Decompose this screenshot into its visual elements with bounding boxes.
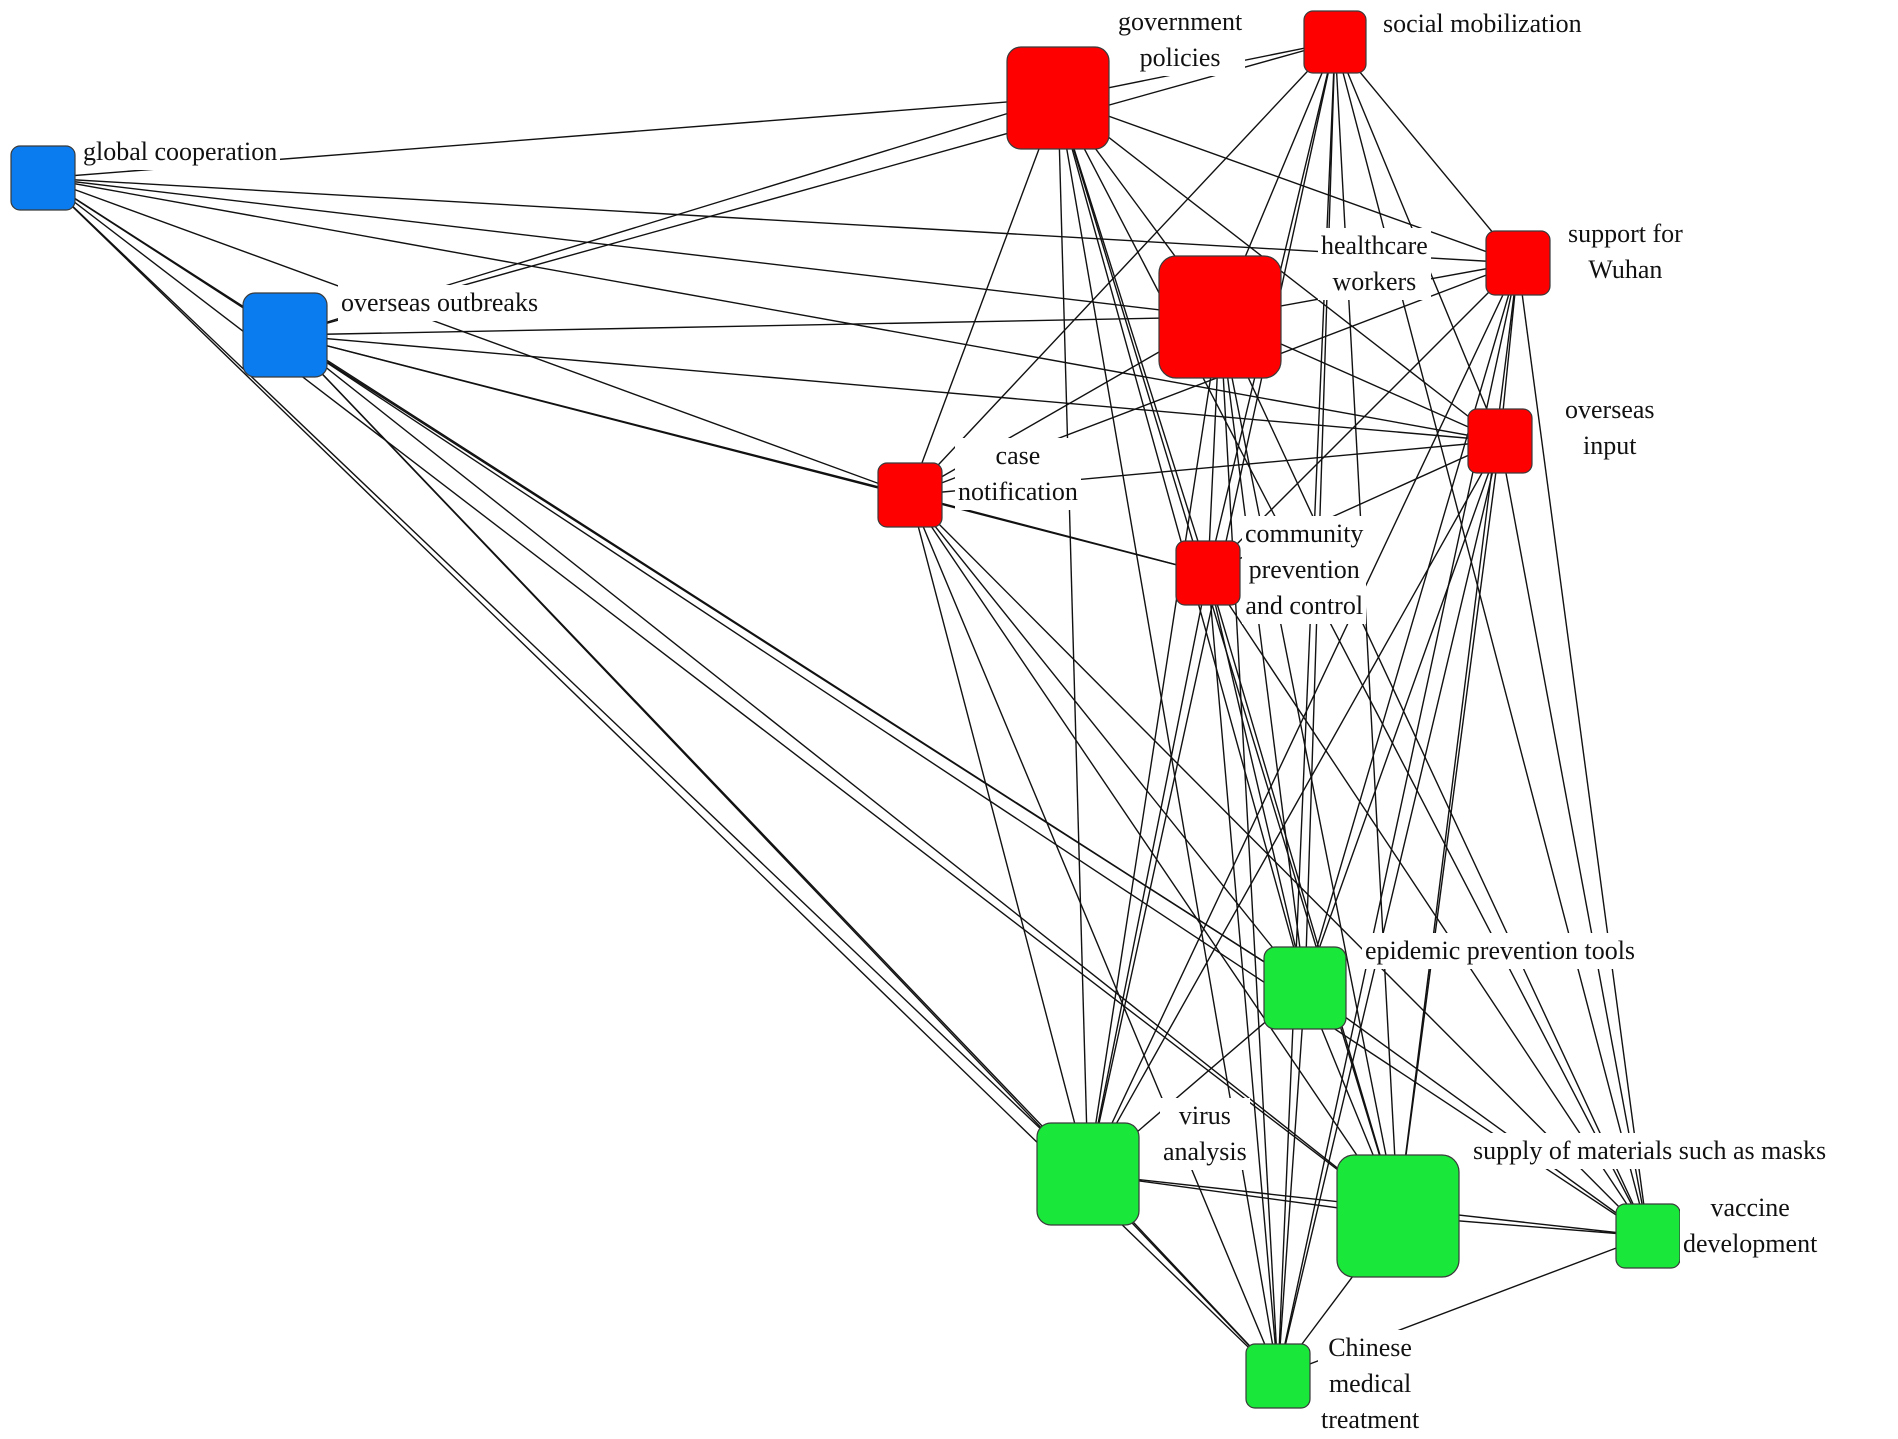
- edge-healthcare-workers-to-virus-analysis: [1087, 316, 1221, 1175]
- edge-community-prevention-to-vaccine-development: [1207, 572, 1649, 1237]
- label-community-prevention: community prevention and control: [1242, 516, 1367, 624]
- edge-social-mobilization-to-epidemic-prevention-tools: [1304, 41, 1336, 989]
- label-social-mobilization: social mobilization: [1380, 6, 1585, 42]
- edge-support-for-wuhan-to-vaccine-development: [1517, 262, 1649, 1237]
- edge-global-cooperation-to-case-notification: [42, 177, 911, 496]
- node-healthcare-workers[interactable]: [1158, 255, 1282, 379]
- edge-overseas-input-to-virus-analysis: [1087, 440, 1501, 1175]
- node-social-mobilization[interactable]: [1303, 10, 1367, 74]
- edge-social-mobilization-to-case-notification: [909, 41, 1336, 496]
- edge-epidemic-prevention-tools-to-chinese-medical-treatment: [1277, 987, 1306, 1377]
- edge-government-policies-to-vaccine-development: [1057, 97, 1649, 1237]
- node-chinese-medical-treatment[interactable]: [1245, 1343, 1311, 1409]
- node-global-cooperation[interactable]: [10, 145, 76, 211]
- edge-overseas-input-to-vaccine-development: [1499, 440, 1649, 1237]
- edge-healthcare-workers-to-vaccine-development: [1219, 316, 1649, 1237]
- label-vaccine-development: vaccine development: [1680, 1190, 1821, 1262]
- edge-community-prevention-to-virus-analysis: [1087, 572, 1209, 1175]
- label-support-for-wuhan: support for Wuhan: [1565, 216, 1686, 288]
- edge-social-mobilization-to-support-for-wuhan: [1334, 41, 1519, 264]
- edge-overseas-input-to-chinese-medical-treatment: [1277, 440, 1501, 1377]
- node-supply-of-materials[interactable]: [1336, 1154, 1460, 1278]
- edge-government-policies-to-community-prevention: [1057, 97, 1209, 574]
- label-epidemic-prevention-tools: epidemic prevention tools: [1362, 933, 1639, 969]
- label-supply-of-materials: supply of materials such as masks: [1470, 1133, 1830, 1169]
- edge-community-prevention-to-supply-of-materials: [1207, 572, 1399, 1217]
- edge-community-prevention-to-epidemic-prevention-tools: [1207, 572, 1306, 989]
- node-epidemic-prevention-tools[interactable]: [1263, 946, 1347, 1030]
- edge-overseas-outbreaks-to-vaccine-development: [284, 334, 1649, 1237]
- label-chinese-medical-treatment: Chinese medical treatment: [1318, 1330, 1423, 1438]
- edge-government-policies-to-virus-analysis: [1057, 97, 1089, 1175]
- edge-global-cooperation-to-healthcare-workers: [42, 177, 1221, 318]
- edge-healthcare-workers-to-supply-of-materials: [1219, 316, 1399, 1217]
- node-government-policies[interactable]: [1006, 46, 1110, 150]
- node-layer: [10, 10, 1681, 1409]
- edge-government-policies-to-support-for-wuhan: [1057, 97, 1519, 264]
- node-virus-analysis[interactable]: [1036, 1122, 1140, 1226]
- label-case-notification: case notification: [955, 438, 1081, 510]
- edge-global-cooperation-to-support-for-wuhan: [42, 177, 1519, 264]
- node-community-prevention[interactable]: [1175, 540, 1241, 606]
- edge-overseas-input-to-supply-of-materials: [1397, 440, 1501, 1217]
- label-global-cooperation: global cooperation: [80, 134, 281, 170]
- label-overseas-input: overseas input: [1562, 392, 1658, 464]
- edge-community-prevention-to-chinese-medical-treatment: [1207, 572, 1279, 1377]
- node-overseas-outbreaks[interactable]: [242, 292, 328, 378]
- edge-case-notification-to-virus-analysis: [909, 494, 1089, 1175]
- edge-overseas-outbreaks-to-supply-of-materials: [284, 334, 1399, 1217]
- edge-case-notification-to-vaccine-development: [909, 494, 1649, 1237]
- label-overseas-outbreaks: overseas outbreaks: [338, 285, 542, 321]
- label-healthcare-workers: healthcare workers: [1318, 228, 1431, 300]
- edge-support-for-wuhan-to-epidemic-prevention-tools: [1304, 262, 1519, 989]
- label-government-policies: government policies: [1115, 4, 1246, 76]
- edge-support-for-wuhan-to-virus-analysis: [1087, 262, 1519, 1175]
- edge-healthcare-workers-to-epidemic-prevention-tools: [1219, 316, 1306, 989]
- edge-government-policies-to-case-notification: [909, 97, 1059, 496]
- edge-overseas-outbreaks-to-epidemic-prevention-tools: [284, 334, 1306, 989]
- edge-case-notification-to-chinese-medical-treatment: [909, 494, 1279, 1377]
- node-case-notification[interactable]: [877, 462, 943, 528]
- node-vaccine-development[interactable]: [1615, 1203, 1681, 1269]
- edge-healthcare-workers-to-chinese-medical-treatment: [1219, 316, 1279, 1377]
- edge-overseas-input-to-epidemic-prevention-tools: [1304, 440, 1501, 989]
- node-overseas-input[interactable]: [1467, 408, 1533, 474]
- label-virus-analysis: virus analysis: [1160, 1098, 1250, 1170]
- edge-case-notification-to-epidemic-prevention-tools: [909, 494, 1306, 989]
- node-support-for-wuhan[interactable]: [1485, 230, 1551, 296]
- edge-global-cooperation-to-virus-analysis: [42, 177, 1089, 1175]
- edge-overseas-outbreaks-to-overseas-input: [284, 334, 1501, 442]
- edge-case-notification-to-supply-of-materials: [909, 494, 1399, 1217]
- edge-epidemic-prevention-tools-to-vaccine-development: [1304, 987, 1649, 1237]
